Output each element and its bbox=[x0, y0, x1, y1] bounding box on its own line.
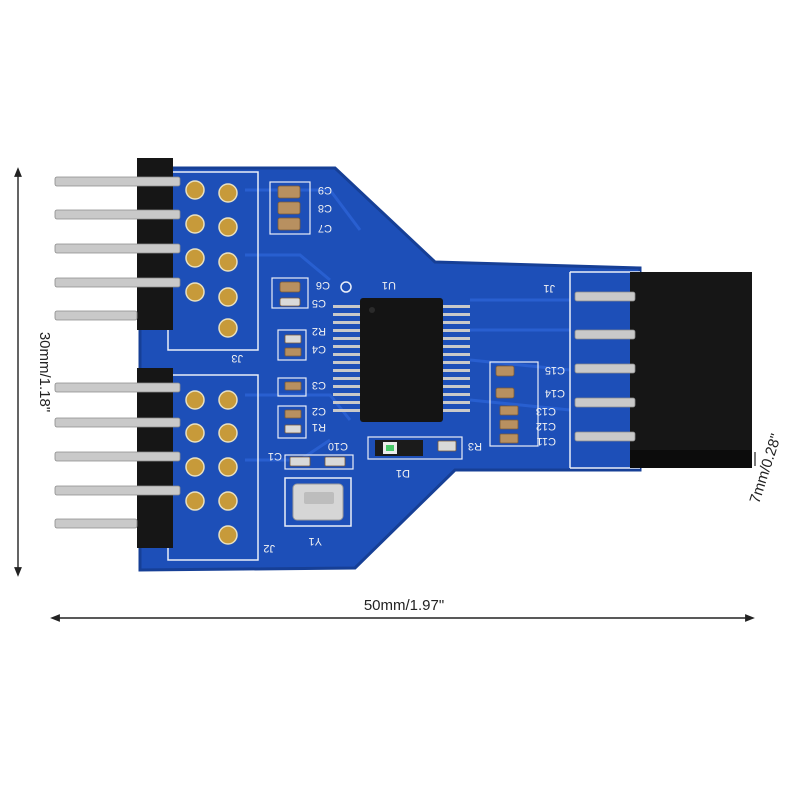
pin-header-j2: J2 bbox=[54, 368, 275, 554]
label-c1: C1 bbox=[268, 450, 282, 462]
usb-hub-chip: U1 bbox=[333, 279, 470, 422]
label-j2: J2 bbox=[263, 542, 275, 554]
label-c11: C11 bbox=[537, 435, 556, 447]
label-c4: C4 bbox=[312, 343, 326, 355]
usb-hub-chip-icon bbox=[360, 298, 443, 422]
label-u1: U1 bbox=[382, 279, 396, 291]
label-c9: C9 bbox=[318, 184, 332, 196]
label-r2: R2 bbox=[312, 325, 326, 337]
label-y1: Y1 bbox=[309, 535, 322, 547]
depth-label: 7mm/0.28" bbox=[747, 432, 785, 506]
pin-header-icon bbox=[630, 272, 752, 468]
label-d1: D1 bbox=[396, 467, 410, 479]
crystal-y1: Y1 bbox=[284, 477, 352, 547]
female-header-j1: J1 bbox=[543, 272, 752, 468]
label-c10: C10 bbox=[328, 440, 348, 452]
label-c15: C15 bbox=[545, 364, 565, 376]
label-c3: C3 bbox=[312, 379, 326, 391]
label-c7: C7 bbox=[318, 222, 332, 234]
label-c6: C6 bbox=[316, 279, 330, 291]
height-dimension: 30mm/1.18" bbox=[14, 167, 53, 577]
capacitors bbox=[277, 185, 519, 467]
led-d1: D1 bbox=[375, 440, 423, 479]
label-c2: C2 bbox=[312, 405, 326, 417]
label-c14: C14 bbox=[545, 387, 565, 399]
smd-components bbox=[269, 181, 539, 470]
label-c8: C8 bbox=[318, 202, 332, 214]
width-label: 50mm/1.97" bbox=[364, 597, 444, 614]
label-j1: J1 bbox=[543, 282, 555, 294]
label-r1: R1 bbox=[312, 421, 326, 433]
silkscreen-labels: C9 C8 C7 C6 C5 R2 C4 C3 C2 R1 C10 C1 R3 … bbox=[268, 184, 565, 462]
label-c5: C5 bbox=[312, 297, 326, 309]
label-j3: J3 bbox=[231, 352, 243, 364]
width-dimension: 50mm/1.97" bbox=[50, 597, 755, 622]
height-label: 30mm/1.18" bbox=[36, 332, 53, 412]
label-r3: R3 bbox=[468, 440, 482, 452]
depth-dimension: 7mm/0.28" bbox=[747, 432, 785, 506]
pin-header-j3: J3 bbox=[54, 158, 243, 364]
label-c12: C12 bbox=[536, 420, 556, 432]
label-c13: C13 bbox=[536, 405, 556, 417]
